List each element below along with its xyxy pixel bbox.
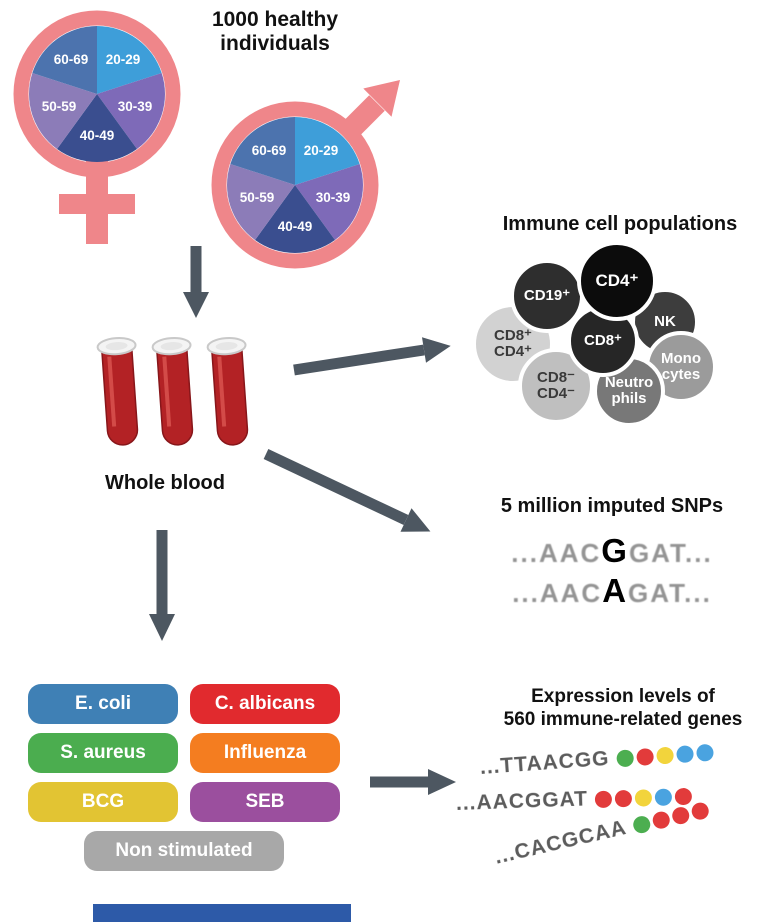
- gene-dot: [635, 747, 654, 766]
- immune-cells-title: Immune cell populations: [502, 213, 738, 235]
- pie-label-40-49: 40-49: [278, 219, 313, 234]
- snps-title: 5 million imputed SNPs: [500, 495, 724, 517]
- stimulus-calbicans: C. albicans: [190, 684, 340, 724]
- pie-slice-20-29: [295, 117, 360, 185]
- pie-label-20-29: 20-29: [106, 52, 141, 67]
- blood-tube: [206, 337, 249, 446]
- female-crossbar: [59, 194, 135, 214]
- stimuli-row: BCG SEB: [28, 782, 340, 822]
- gene-dot: [654, 787, 673, 806]
- male-age-pie: 20-29 30-39 40-49 50-59 60-69: [227, 117, 363, 253]
- cell-cd4: CD4⁺: [577, 241, 657, 321]
- stimulus-bcg: BCG: [28, 782, 178, 822]
- gene-sequence: ...CACGCAA: [492, 815, 629, 869]
- expression-row: ...TTAACGG: [479, 740, 714, 780]
- pie-label-30-39: 30-39: [118, 99, 153, 114]
- pie-label-60-69: 60-69: [252, 143, 287, 158]
- gene-dot: [675, 744, 694, 763]
- snp-sequences: ...AACGGAT... ...AACAGAT...: [462, 532, 762, 612]
- stimulus-ecoli: E. coli: [28, 684, 178, 724]
- arrow-to-immune-cells: [293, 337, 451, 376]
- snp-variant-allele: A: [602, 572, 629, 609]
- female-symbol: 20-29 30-39 40-49 50-59 60-69: [13, 10, 181, 244]
- stimulus-nonstimulated: Non stimulated: [84, 831, 284, 871]
- snp-sequence-row: ...AACGGAT...: [462, 532, 762, 572]
- whole-blood-label: Whole blood: [105, 472, 225, 494]
- gene-dot: [670, 804, 691, 826]
- male-arrow-head: [363, 80, 400, 117]
- stimuli-row: E. coli C. albicans: [28, 684, 340, 724]
- gene-dot: [614, 789, 633, 807]
- stimuli-row: Non stimulated: [28, 831, 340, 871]
- snp-variant-allele: G: [601, 532, 629, 569]
- blood-tube: [96, 337, 139, 446]
- stimulus-seb: SEB: [190, 782, 340, 822]
- pie-label-20-29: 20-29: [304, 143, 339, 158]
- stimulus-saureus: S. aureus: [28, 733, 178, 773]
- stimulus-influenza: Influenza: [190, 733, 340, 773]
- pie-label-60-69: 60-69: [54, 52, 89, 67]
- snp-seq-post: GAT...: [628, 578, 712, 608]
- snp-seq-pre: ...AAC: [511, 538, 602, 568]
- gene-dot: [634, 788, 653, 807]
- pie-slice-40-49: [57, 94, 137, 162]
- pie-label-50-59: 50-59: [240, 190, 275, 205]
- snp-seq-post: GAT...: [628, 538, 713, 568]
- gene-dot: [650, 809, 672, 830]
- pie-slice-30-39: [295, 163, 363, 241]
- arrow-to-snps: [263, 449, 431, 532]
- pie-label-30-39: 30-39: [316, 190, 351, 205]
- pie-slice-50-59: [29, 72, 97, 150]
- pie-slice-20-29: [97, 26, 162, 94]
- stimuli-row: S. aureus Influenza: [28, 733, 340, 773]
- arrow-down-to-blood: [183, 246, 209, 318]
- gene-dot: [689, 800, 711, 821]
- gene-dot: [615, 748, 634, 767]
- snp-seq-pre: ...AAC: [512, 578, 603, 608]
- pie-slice-60-69: [230, 117, 295, 185]
- pie-slice-40-49: [255, 185, 335, 253]
- female-age-pie: 20-29 30-39 40-49 50-59 60-69: [29, 26, 165, 162]
- pie-slice-50-59: [227, 163, 295, 241]
- blood-tubes: [96, 337, 249, 446]
- gene-dot: [695, 743, 714, 762]
- figure-title: 1000 healthy individuals: [211, 8, 339, 56]
- gene-sequence: ...TTAACGG: [479, 746, 611, 779]
- pie-slice-60-69: [32, 26, 97, 94]
- gene-dot: [594, 790, 613, 808]
- expression-title: Expression levels of 560 immune-related …: [503, 686, 743, 730]
- male-symbol: 20-29 30-39 40-49 50-59 60-69: [211, 80, 400, 269]
- gene-dot: [631, 813, 652, 835]
- gene-dot: [655, 746, 674, 765]
- pie-label-50-59: 50-59: [42, 99, 77, 114]
- stimuli-panel: E. coli C. albicans S. aureus Influenza …: [28, 684, 340, 880]
- arrow-to-expression: [370, 769, 456, 795]
- blood-tube: [151, 337, 194, 446]
- bottom-blue-bar: [93, 904, 351, 922]
- pie-label-40-49: 40-49: [80, 128, 115, 143]
- snp-sequence-row: ...AACAGAT...: [462, 572, 762, 612]
- pie-slice-30-39: [97, 72, 165, 150]
- arrow-down-to-stimuli: [149, 530, 175, 641]
- gene-sequence: ...AACGGAT: [455, 787, 589, 815]
